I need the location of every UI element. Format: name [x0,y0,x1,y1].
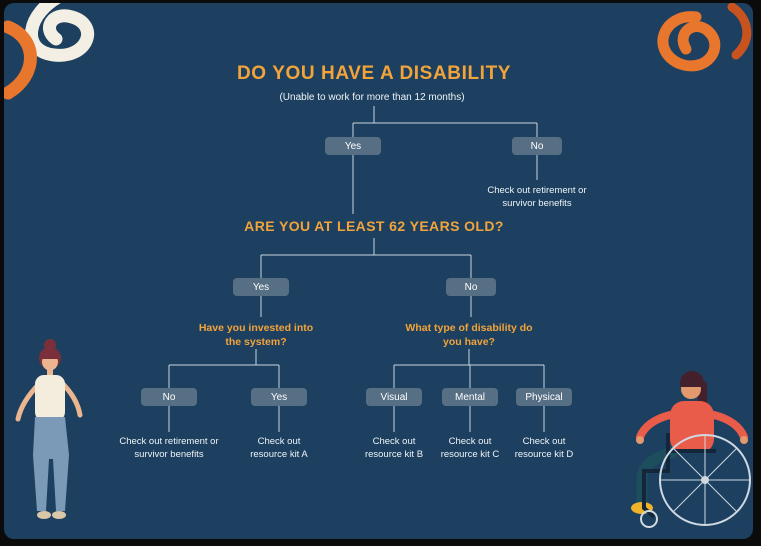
outcome-q3-yes: Check out resource kit A [250,436,308,461]
outcome-q4-physical: Check out resource kit D [514,436,574,461]
outcome-q4-mental: Check out resource kit C [440,436,500,461]
node-q4-physical: Physical [516,388,572,406]
node-q3-yes: Yes [251,388,307,406]
node-q3-no: No [141,388,197,406]
outcome-q4-visual: Check out resource kit B [364,436,424,461]
flowchart-canvas: DO YOU HAVE A DISABILITY (Unable to work… [4,3,753,539]
decor-squiggle-top-left [4,3,95,100]
connector-lines [168,106,545,432]
node-q4-mental: Mental [442,388,498,406]
illustration-woman-standing [15,339,83,519]
node-q1-yes: Yes [325,137,381,155]
question-disability-type: What type of disability do you have? [405,322,533,349]
question-invested: Have you invested into the system? [198,322,314,349]
outcome-q3-no: Check out retirement or survivor benefit… [119,436,219,461]
node-q4-visual: Visual [366,388,422,406]
flowchart-title: DO YOU HAVE A DISABILITY [236,63,512,84]
node-q2-no: No [446,278,496,296]
outcome-q1-no: Check out retirement or survivor benefit… [487,185,587,210]
question-age: ARE YOU AT LEAST 62 YEARS OLD? [244,218,504,234]
flowchart-subtitle: (Unable to work for more than 12 months) [279,92,465,103]
node-q1-no: No [512,137,562,155]
decor-squiggle-top-right [657,3,752,72]
node-q2-yes: Yes [233,278,289,296]
illustration-person-wheelchair [631,371,751,528]
